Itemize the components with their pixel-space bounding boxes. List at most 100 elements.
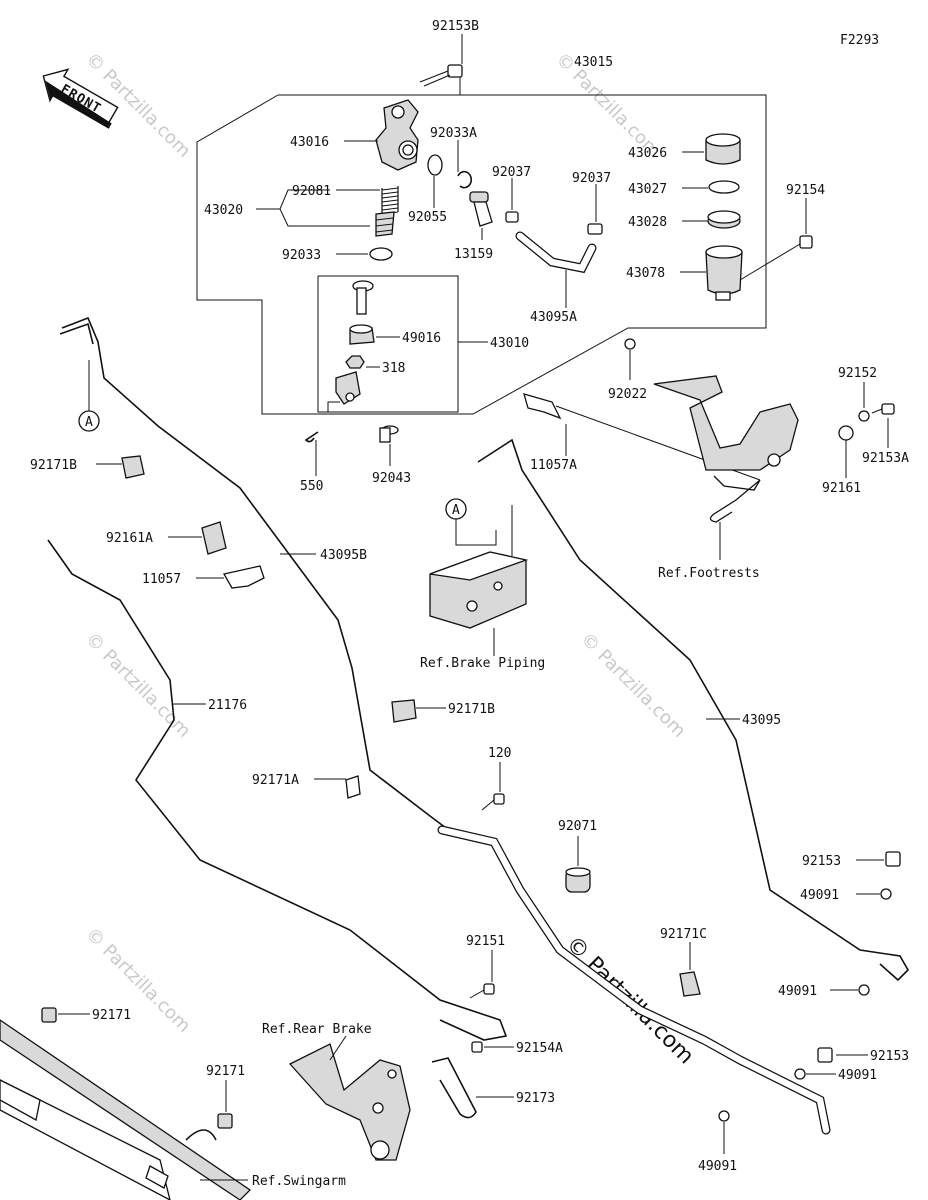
- clamp-92171-a: [41, 1007, 57, 1023]
- label-92161A: 92161A: [106, 531, 153, 546]
- diaphragm-43028: [707, 210, 741, 229]
- label-92171-a: 92171: [92, 1008, 131, 1023]
- hose-43095B: [61, 316, 447, 829]
- screw-92154: [739, 235, 813, 281]
- abs-unit: [429, 551, 529, 629]
- washer-92152: [858, 410, 870, 422]
- hose-rear-brake: [438, 826, 830, 1134]
- ref-rear-brake: Ref.Rear Brake: [262, 1022, 372, 1037]
- joint-43010: [335, 371, 361, 405]
- label-92171B-b: 92171B: [448, 702, 495, 717]
- circlip-92033A: [457, 170, 473, 189]
- front-arrow-icon: FRONT: [42, 68, 119, 129]
- label-92171A: 92171A: [252, 773, 299, 788]
- ref-brake-piping: Ref.Brake Piping: [420, 656, 545, 671]
- callout-labels: 92153B 43015 43016 92033A 92037 92037 43…: [30, 19, 909, 1174]
- label-43026: 43026: [628, 146, 667, 161]
- marker-a-1: A: [85, 415, 93, 430]
- hose-43095: [477, 438, 909, 982]
- o-ring-92055: [427, 154, 443, 176]
- reservoir-cap-43026: [705, 133, 741, 165]
- bolt-92153B: [419, 64, 463, 87]
- label-92022: 92022: [608, 387, 647, 402]
- figure-code: F2293: [840, 33, 879, 48]
- plate-43027: [708, 180, 740, 194]
- boot-49016: [349, 324, 375, 345]
- circlip-92033: [369, 247, 393, 261]
- leader-lines: [58, 34, 889, 1181]
- label-92154: 92154: [786, 183, 825, 198]
- label-43095B: 43095B: [320, 548, 367, 563]
- label-21176: 21176: [208, 698, 247, 713]
- label-92043: 92043: [372, 471, 411, 486]
- bolt-92153A: [871, 403, 895, 415]
- label-550: 550: [300, 479, 323, 494]
- footrest-bracket: [653, 375, 799, 523]
- push-rod-43010: [352, 280, 374, 315]
- label-92171B-a: 92171B: [30, 458, 77, 473]
- label-92081: 92081: [292, 184, 331, 199]
- label-92171-b: 92171: [206, 1064, 245, 1079]
- label-92151: 92151: [466, 934, 505, 949]
- fitting-13159: [469, 191, 493, 227]
- label-49091-b: 49091: [778, 984, 817, 999]
- watermark-layer: © Partzilla.com © Partzilla.com © Partzi…: [81, 49, 698, 1070]
- washer-92022: [624, 338, 636, 350]
- label-43015: 43015: [574, 55, 613, 70]
- label-92033A: 92033A: [430, 126, 477, 141]
- collar-92161: [838, 425, 854, 441]
- label-92055: 92055: [408, 210, 447, 225]
- label-92153B: 92153B: [432, 19, 479, 34]
- grommet-92071: [565, 867, 591, 893]
- clamp-92037-a: [505, 211, 519, 223]
- label-49016: 49016: [402, 331, 441, 346]
- label-92071: 92071: [558, 819, 597, 834]
- clamp-92171C: [679, 971, 701, 997]
- ref-footrests: Ref.Footrests: [658, 566, 760, 581]
- label-92153-a: 92153: [802, 854, 841, 869]
- grommet-92161A: [201, 521, 227, 555]
- bolt-92153-a: [885, 851, 901, 867]
- label-49091-a: 49091: [800, 888, 839, 903]
- label-43016: 43016: [290, 135, 329, 150]
- bracket-11057: [222, 565, 265, 589]
- label-43095A: 43095A: [530, 310, 577, 325]
- washer-49091-d: [718, 1110, 730, 1122]
- hose-21176: [47, 539, 508, 1041]
- label-43078: 43078: [626, 266, 665, 281]
- label-13159: 13159: [454, 247, 493, 262]
- label-11057: 11057: [142, 572, 181, 587]
- label-43028: 43028: [628, 215, 667, 230]
- spring-92081: [381, 186, 399, 215]
- reservoir-43078: [705, 245, 743, 301]
- label-92154A: 92154A: [516, 1041, 563, 1056]
- label-92037-b: 92037: [572, 171, 611, 186]
- group-outline-43010: [317, 275, 459, 413]
- label-92152: 92152: [838, 366, 877, 381]
- label-43095: 43095: [742, 713, 781, 728]
- label-92037-a: 92037: [492, 165, 531, 180]
- label-120: 120: [488, 746, 511, 761]
- label-43020: 43020: [204, 203, 243, 218]
- nut-318: [345, 355, 365, 369]
- rear-brake-bracket: [288, 1043, 411, 1161]
- label-92173: 92173: [516, 1091, 555, 1106]
- clamp-92173: [431, 1057, 477, 1119]
- label-43010: 43010: [490, 336, 529, 351]
- bolt-120: [481, 793, 505, 811]
- clamp-92171B-a: [121, 455, 145, 479]
- label-92153-b: 92153: [870, 1049, 909, 1064]
- washer-49091-a: [880, 888, 892, 900]
- clamp-92171-b: [217, 1113, 233, 1129]
- label-49091-d: 49091: [698, 1159, 737, 1174]
- ref-swingarm: Ref.Swingarm: [252, 1174, 346, 1189]
- watermark-4: © Partzilla.com: [576, 629, 689, 742]
- label-92033: 92033: [282, 248, 321, 263]
- screw-92154A: [471, 1041, 483, 1053]
- washer-49091-b: [858, 984, 870, 996]
- watermark-3: © Partzilla.com: [81, 629, 194, 742]
- clamp-92171A: [345, 775, 361, 799]
- hose-43095A: [516, 232, 596, 272]
- swingarm: [0, 1019, 252, 1200]
